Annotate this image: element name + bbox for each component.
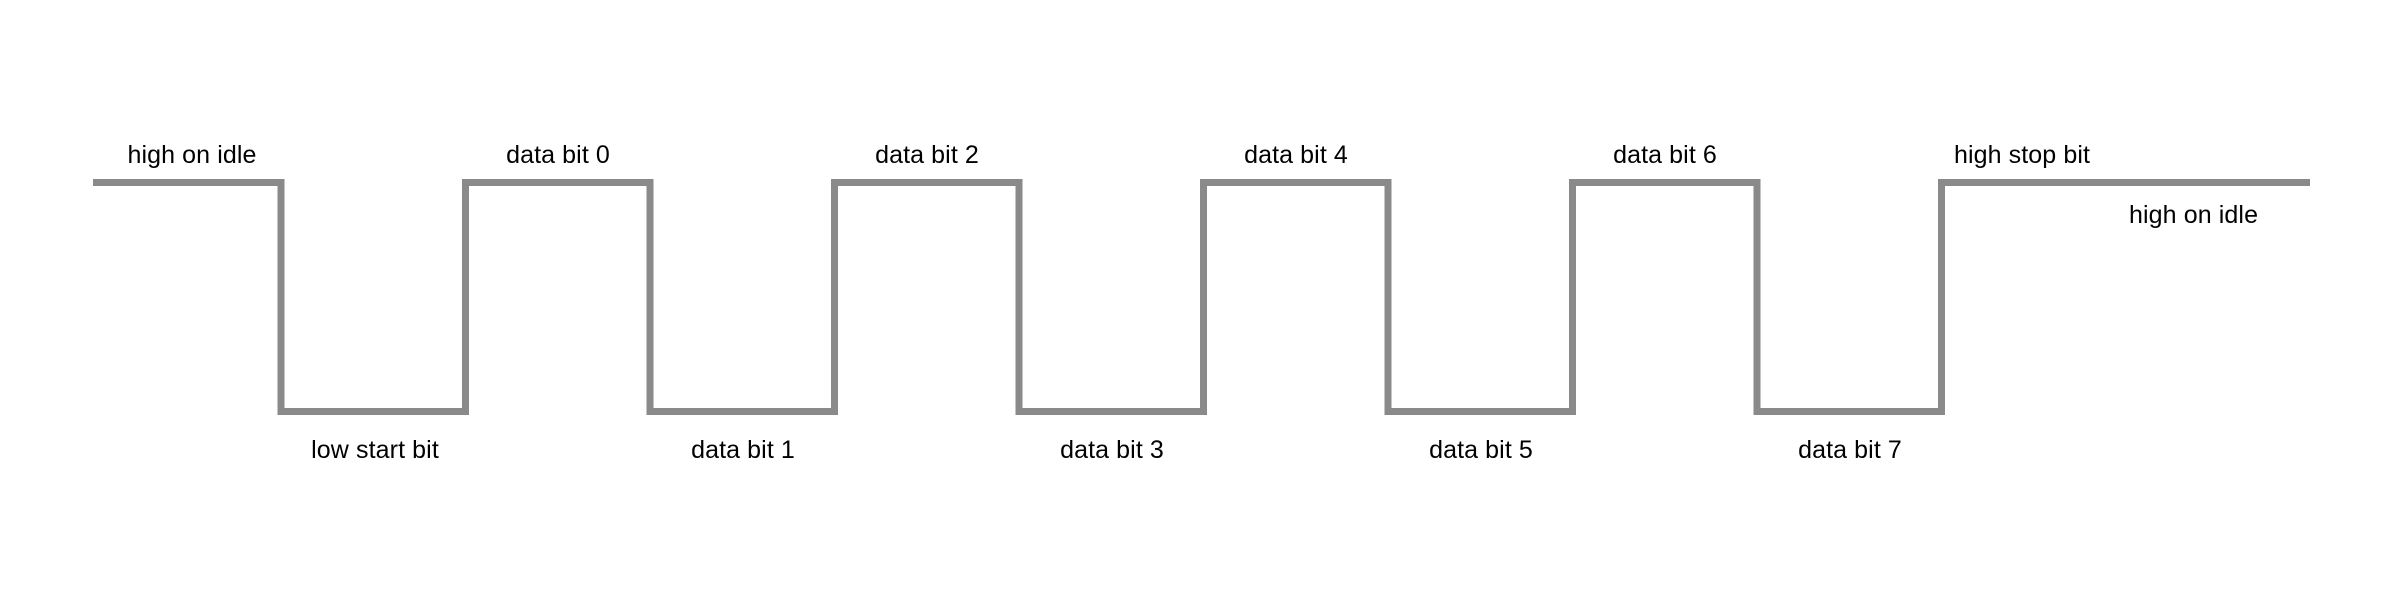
label-data-bit-5: data bit 5 — [1429, 436, 1533, 464]
label-data-bit-6: data bit 6 — [1613, 141, 1717, 169]
label-high-on-idle-left: high on idle — [127, 141, 257, 169]
label-high-stop-bit: high stop bit — [1953, 141, 2091, 169]
label-data-bit-2: data bit 2 — [875, 141, 979, 169]
waveform-polyline — [93, 179, 2310, 415]
label-low-start-bit: low start bit — [311, 436, 439, 464]
label-data-bit-7: data bit 7 — [1798, 436, 1902, 464]
label-data-bit-1: data bit 1 — [691, 436, 795, 464]
label-data-bit-4: data bit 4 — [1244, 141, 1348, 169]
label-data-bit-3: data bit 3 — [1060, 436, 1164, 464]
label-data-bit-0: data bit 0 — [506, 141, 610, 169]
label-high-on-idle-right: high on idle — [2129, 201, 2259, 229]
